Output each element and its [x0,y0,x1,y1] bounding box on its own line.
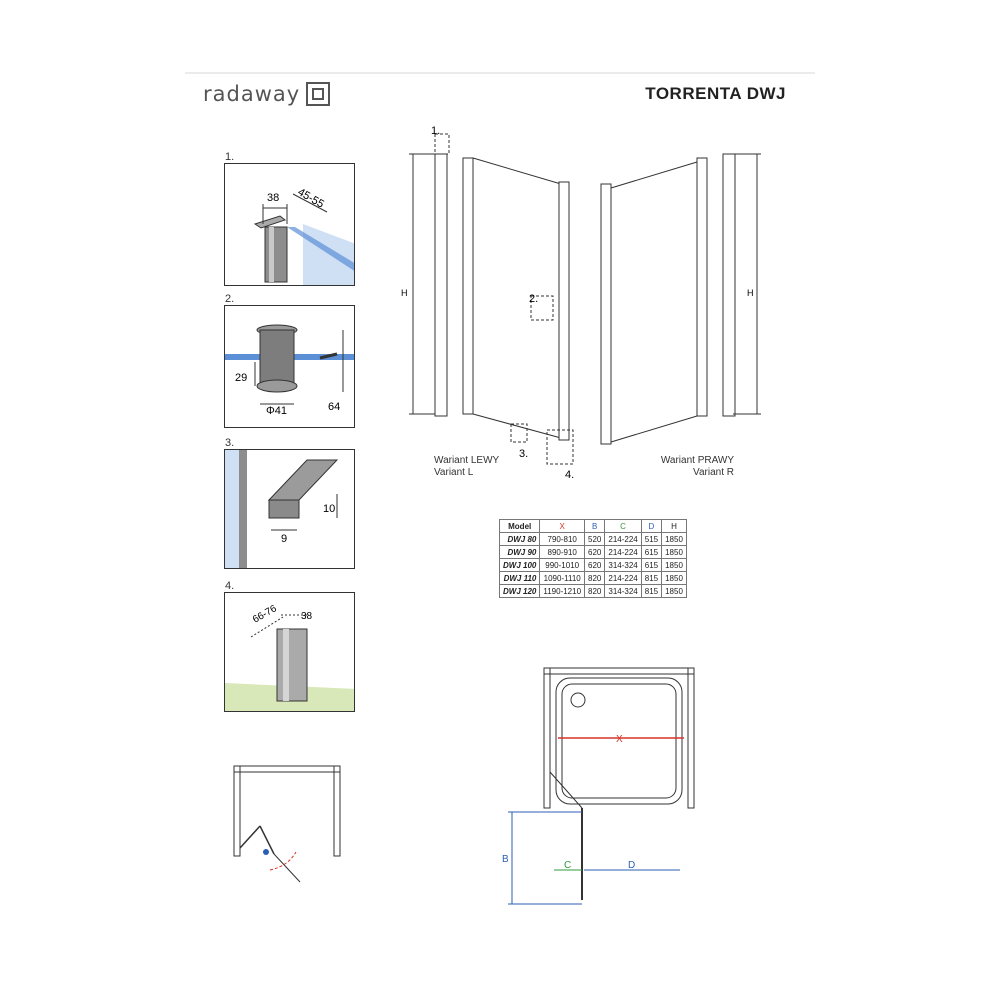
detail-2-drawing: 29 Φ41 64 [225,324,354,417]
variant-left-label: Wariant LEWY Variant L [434,455,499,479]
detail-3-drawing: 9 10 [225,450,339,568]
detail-4-dim-b: 38 [301,611,313,622]
row-model: DWJ 120 [498,584,541,598]
row-d: 815 [640,571,663,585]
row-c: 214-224 [604,532,642,546]
row-h: 1850 [661,571,687,585]
row-model: DWJ 90 [498,545,541,559]
plan-label-c: C [564,860,571,871]
row-d: 815 [640,584,663,598]
table-row: DWJ 100 990-1010 620 314-324 615 1850 [498,558,687,572]
detail-1-drawing: 38 45-55 [253,186,354,285]
row-c: 314-324 [604,584,642,598]
variant-right-line-2: Variant R [693,467,734,478]
row-b: 620 [584,558,606,572]
variant-left-line-1: Wariant LEWY [434,455,500,466]
detail-1-panel: 38 45-55 [224,163,355,286]
row-d: 615 [640,558,663,572]
brand-logo: radaway [203,82,331,106]
detail-3-dim-width: 9 [281,533,287,545]
detail-3-dim-height: 10 [323,503,335,515]
row-x: 790-810 [539,532,586,546]
detail-2-dim-diameter: Φ41 [266,405,287,417]
detail-3-panel: 9 10 [224,449,355,569]
plan-label-d: D [628,860,635,871]
row-h: 1850 [661,532,687,546]
row-b: 820 [584,571,606,585]
door-swing-plan [233,765,341,883]
elevation-drawing: H 1. 2. 3. 4. H [401,125,761,478]
elevation-callout-4: 4. [565,469,574,478]
plan-label-b: B [502,854,509,865]
row-d: 515 [640,532,663,546]
col-h: H [661,519,687,533]
detail-4-drawing: 66-76 38 [225,603,354,711]
col-c: C [604,519,642,533]
detail-1-number: 1. [225,151,235,163]
detail-4-panel: 66-76 38 [224,592,355,712]
brand-square-icon [306,82,331,106]
variant-left-line-2: Variant L [434,467,474,478]
variant-right-label: Wariant PRAWY Variant R [616,455,734,479]
row-c: 314-324 [604,558,642,572]
row-h: 1850 [661,558,687,572]
detail-2-panel: 29 Φ41 64 [224,305,355,428]
col-b: B [584,519,606,533]
brand-name: radaway [203,82,301,106]
row-d: 615 [640,545,663,559]
table-row: DWJ 120 1190-1210 820 314-324 815 1850 [498,584,687,598]
elevation-callout-2: 2. [529,293,538,305]
row-model: DWJ 100 [498,558,541,572]
row-c: 214-224 [604,545,642,559]
row-x: 890-910 [539,545,586,559]
detail-3-number: 3. [225,437,235,449]
row-x: 990-1010 [539,558,586,572]
col-x: X [539,519,586,533]
row-b: 820 [584,584,606,598]
detail-2-number: 2. [225,293,235,305]
product-title: TORRENTA DWJ [645,84,786,103]
detail-4-number: 4. [225,580,235,592]
dimension-table-header: Model X B C D H [498,519,687,533]
elevation-callout-1: 1. [431,125,440,137]
elevation-right-h-label: H [747,288,754,298]
elevation-left-h-label: H [401,288,408,298]
dimension-table: Model X B C D H DWJ 80 790-810 520 214-2… [498,519,687,598]
col-model: Model [498,519,541,533]
table-row: DWJ 110 1090-1110 820 214-224 815 1850 [498,571,687,585]
variant-right-line-1: Wariant PRAWY [660,455,734,466]
col-d: D [640,519,663,533]
row-c: 214-224 [604,571,642,585]
elevation-callout-3: 3. [519,448,528,460]
detail-1-dim-a: 38 [267,192,279,204]
plan-view-drawing: X B C D [502,667,695,905]
row-b: 520 [584,532,606,546]
row-x: 1090-1110 [539,571,586,585]
row-b: 620 [584,545,606,559]
table-row: DWJ 90 890-910 620 214-224 615 1850 [498,545,687,559]
detail-1-dim-b: 45-55 [296,186,326,210]
plan-label-x: X [616,734,623,745]
header-divider [185,72,815,74]
table-row: DWJ 80 790-810 520 214-224 515 1850 [498,532,687,546]
detail-2-dim-height: 29 [235,372,247,384]
row-model: DWJ 80 [498,532,541,546]
row-model: DWJ 110 [498,571,541,585]
row-h: 1850 [661,545,687,559]
row-h: 1850 [661,584,687,598]
detail-2-dim-total: 64 [328,401,340,413]
row-x: 1190-1210 [539,584,586,598]
